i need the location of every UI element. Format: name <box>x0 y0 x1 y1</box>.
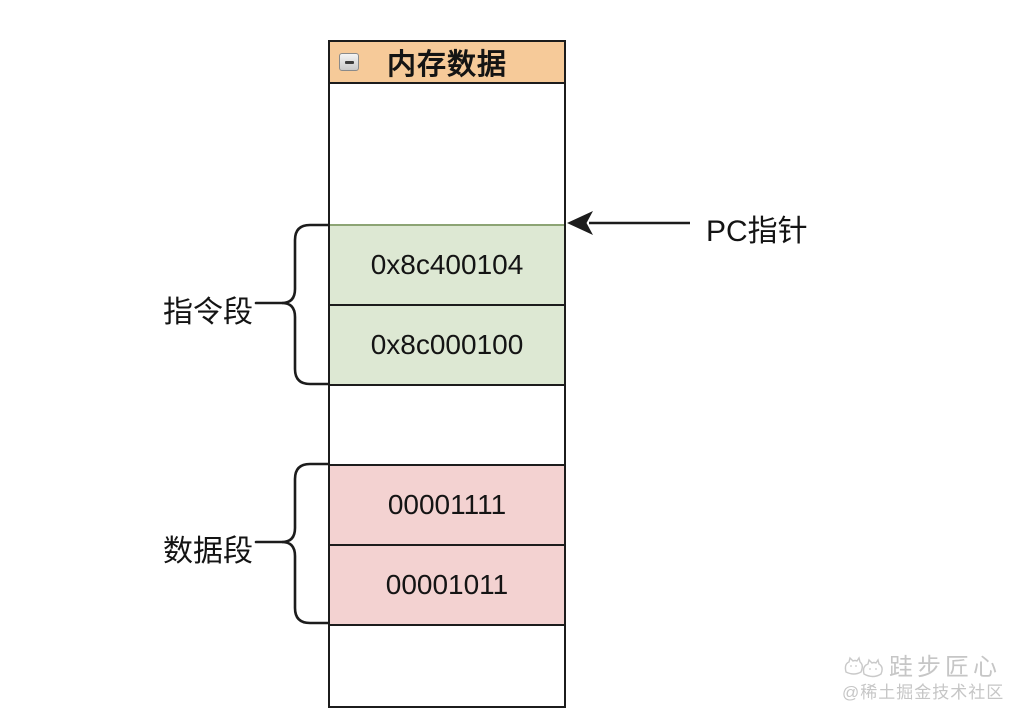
memory-cell-data-2: 00001011 <box>330 544 564 624</box>
collapse-minus-icon[interactable] <box>339 53 359 71</box>
data-cell-value: 00001011 <box>385 569 509 600</box>
memory-cell-instruction-2: 0x8c000100 <box>330 304 564 384</box>
memory-table-title: 内存数据 <box>386 49 507 81</box>
memory-cell-empty-top <box>330 84 564 224</box>
watermark: 跬步匠心 @稀土掘金技术社区 <box>842 654 1004 703</box>
instruction-cell-value: 0x8c400104 <box>370 249 524 280</box>
cat-doodle-icon <box>844 656 883 678</box>
instruction-segment-brace <box>281 223 330 386</box>
memory-table-header: 内存数据 <box>330 42 564 84</box>
data-segment-label: 数据段 <box>163 535 253 568</box>
instruction-segment-label: 指令段 <box>163 296 253 329</box>
data-segment-brace <box>281 462 330 625</box>
memory-table: 内存数据 0x8c400104 0x8c000100 00001111 0000… <box>328 40 566 708</box>
memory-cell-empty-bottom <box>330 624 564 706</box>
memory-cell-data-1: 00001111 <box>330 464 564 544</box>
minus-glyph <box>344 60 354 64</box>
memory-cell-empty-middle <box>330 384 564 464</box>
watermark-title: 跬步匠心 <box>889 653 1001 681</box>
data-cell-value: 00001111 <box>387 489 507 520</box>
instruction-cell-value: 0x8c000100 <box>370 329 524 360</box>
pc-arrowhead-icon <box>567 211 593 235</box>
memory-cell-instruction-1: 0x8c400104 <box>330 224 564 304</box>
watermark-subtitle: @稀土掘金技术社区 <box>842 683 1005 702</box>
pc-pointer-label: PC指针 <box>706 215 808 248</box>
